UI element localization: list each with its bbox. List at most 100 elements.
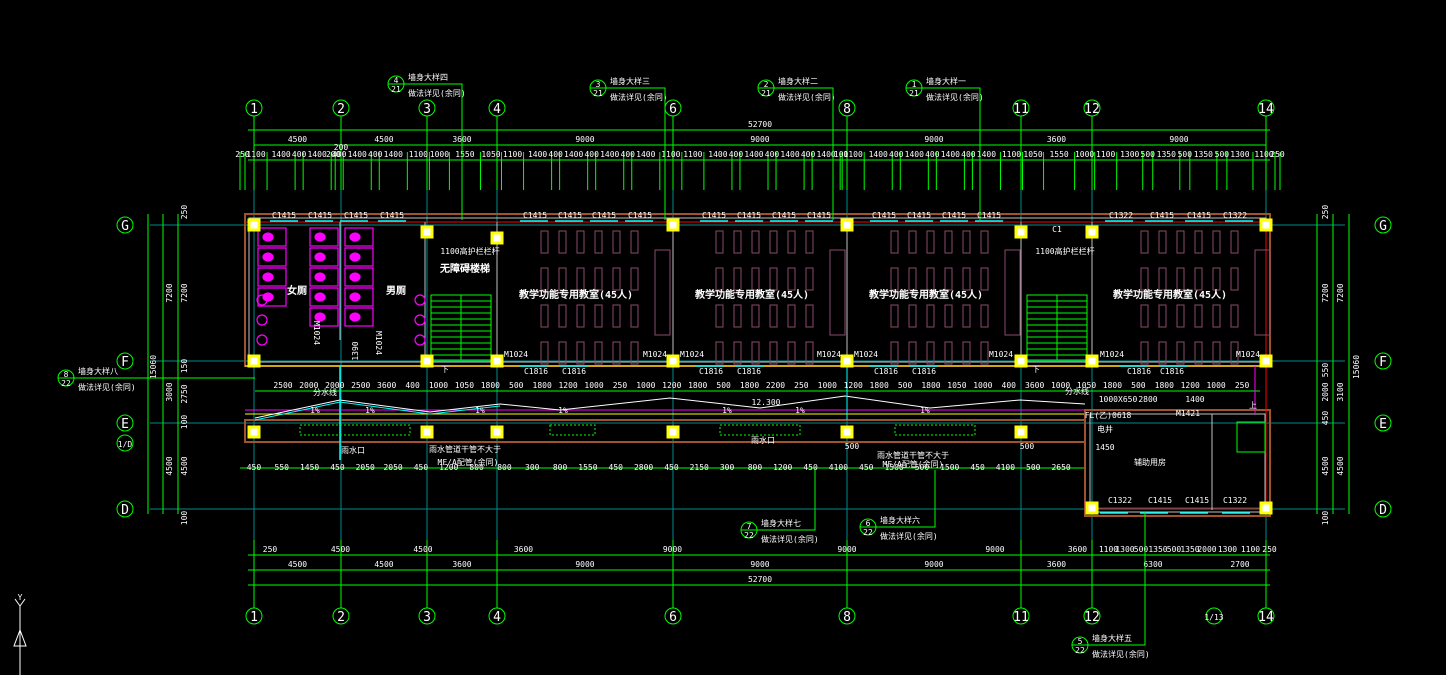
desk xyxy=(890,230,899,254)
door-label: M1024 xyxy=(817,350,841,359)
callout-leader xyxy=(404,83,463,220)
axis-label-12: 12 xyxy=(1084,610,1100,625)
urinal-icon xyxy=(414,314,426,326)
dim-corridor-bottom: 300 xyxy=(720,463,735,472)
callout-title: 墙身大样八 xyxy=(78,366,118,376)
elevation-label: 12.300 xyxy=(752,398,781,407)
dim-top-detail: 400 xyxy=(548,150,563,159)
door-label: M1024 xyxy=(680,350,704,359)
axis-bubble xyxy=(488,607,506,625)
fl-label: FL(乙)0618 xyxy=(1085,411,1132,420)
window-label: C1415 xyxy=(628,211,652,220)
desk xyxy=(926,230,935,254)
dim-top-detail: 1300 xyxy=(1230,150,1249,159)
desk xyxy=(926,341,935,365)
dim-bottom-detail: 250 xyxy=(263,545,278,554)
dim-corridor-bottom: 4100 xyxy=(996,463,1015,472)
column xyxy=(840,425,854,439)
dim-top-bay: 9000 xyxy=(575,135,594,144)
door-label: M1024 xyxy=(1100,350,1124,359)
desk xyxy=(1194,341,1203,365)
dim-corridor-bottom: 2050 xyxy=(356,463,375,472)
desk xyxy=(1230,341,1239,365)
dim-annex: 2800 xyxy=(1138,395,1157,404)
desk xyxy=(962,230,971,254)
dim-top-detail: 1550 xyxy=(455,150,474,159)
desk xyxy=(612,267,621,291)
dim-bottom-detail: 9000 xyxy=(837,545,856,554)
dim-bottom-detail: 3600 xyxy=(514,545,533,554)
dim-top-detail: 1400 xyxy=(941,150,960,159)
dim-bottom-detail: 1350 xyxy=(1148,545,1167,554)
dim-corridor-bottom: 500 xyxy=(915,463,930,472)
column xyxy=(420,225,434,239)
dim-corridor-bottom: 450 xyxy=(859,463,874,472)
callout-note: 做法详见(余同) xyxy=(78,382,136,392)
dim-left-inner: 250 xyxy=(180,205,189,220)
dim-bottom-bay: 2700 xyxy=(1230,560,1249,569)
dim-top-detail: 250 xyxy=(235,150,250,159)
callout-note: 做法详见(余同) xyxy=(778,92,836,102)
desk xyxy=(594,341,603,365)
desk xyxy=(540,267,549,291)
axis-bubble xyxy=(1374,414,1392,432)
axis-bubble xyxy=(838,99,856,117)
desk xyxy=(715,230,724,254)
dim-right-inner: 7200 xyxy=(1321,283,1330,302)
axis-label-1-13: 1/13 xyxy=(1204,613,1223,622)
window-label: C1415 xyxy=(1150,211,1174,220)
dim-top-detail: 1100 xyxy=(246,150,265,159)
toilet-icon xyxy=(349,272,361,282)
window-label: C1415 xyxy=(977,211,1001,220)
dim-top-bay: 9000 xyxy=(750,135,769,144)
dim-top-detail: 1400 xyxy=(869,150,888,159)
dim-bottom-detail: 2000 xyxy=(1197,545,1216,554)
dim-corridor-bottom: 550 xyxy=(275,463,290,472)
callout-title: 墙身大样五 xyxy=(1092,633,1132,643)
dim-corridor-bottom: 500 xyxy=(1026,463,1041,472)
dim-bottom-detail: 250 xyxy=(1262,545,1277,554)
toilet-icon xyxy=(314,232,326,242)
room-label-classroom-3: 教学功能专用教室(45人) xyxy=(868,288,983,301)
desk xyxy=(558,341,567,365)
toilet-fixtures xyxy=(256,227,426,346)
axis-label-8: 8 xyxy=(843,102,851,117)
urinal-icon xyxy=(414,294,426,306)
columns xyxy=(247,218,1273,515)
dim-bottom-detail: 1300 xyxy=(1115,545,1134,554)
dim-top-detail: 400 xyxy=(584,150,599,159)
dim-top-detail: 400 xyxy=(368,150,383,159)
desk xyxy=(944,304,953,328)
axis-bubble xyxy=(245,99,263,117)
column xyxy=(1014,425,1028,439)
dim-corridor-bottom: 800 xyxy=(469,463,484,472)
column xyxy=(490,354,504,368)
desk xyxy=(733,230,742,254)
desk xyxy=(908,341,917,365)
axis-bubble xyxy=(418,99,436,117)
desk xyxy=(612,304,621,328)
dim-top-detail: 1100 xyxy=(683,150,702,159)
dim-top-detail: 1100 xyxy=(1002,150,1021,159)
axis-bubble xyxy=(332,99,350,117)
dim-corridor-top: 1800 xyxy=(870,381,889,390)
axis-bubble xyxy=(1257,607,1275,625)
urinal-icon xyxy=(414,334,426,346)
callout-number: 1 xyxy=(912,80,917,89)
desk xyxy=(594,304,603,328)
callout-title: 墙身大样三 xyxy=(610,76,650,86)
dim-bottom-detail: 500 xyxy=(1167,545,1182,554)
dim-top-detail: 1400 xyxy=(528,150,547,159)
dim-top-detail: 1400 xyxy=(308,150,327,159)
axis-bubble xyxy=(1083,607,1101,625)
axis-label-2: 2 xyxy=(337,610,345,625)
slope-label: 1% xyxy=(365,406,375,415)
desk xyxy=(594,267,603,291)
dim-bottom-detail: 9000 xyxy=(663,545,682,554)
dim-bottom-detail: 500 xyxy=(1134,545,1149,554)
window-label: C1415 xyxy=(1187,211,1211,220)
